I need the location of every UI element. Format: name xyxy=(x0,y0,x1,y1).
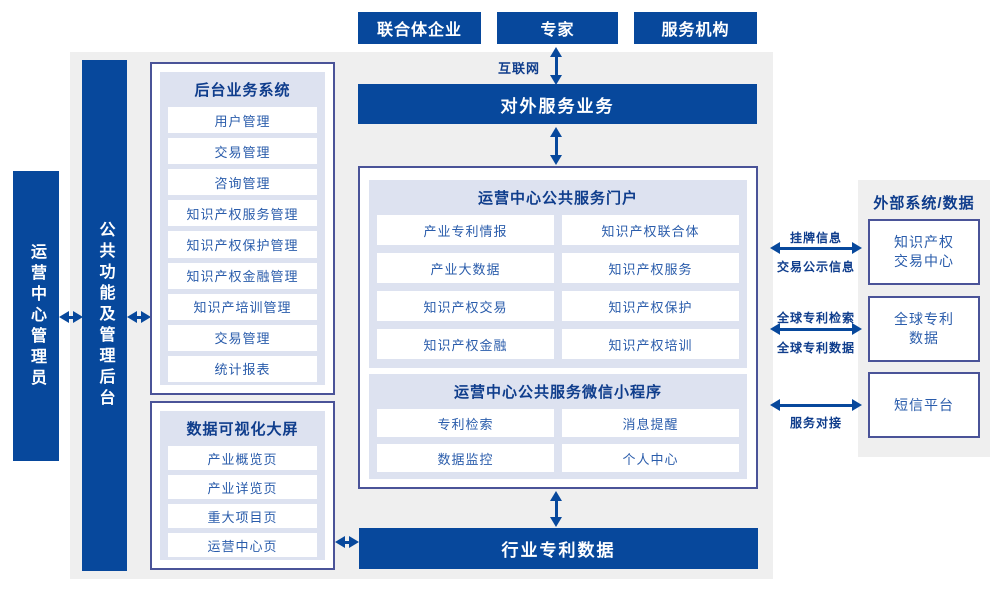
arrow-patent xyxy=(770,323,862,335)
actor-box-consortium-enterprises: 联合体企业 xyxy=(358,12,481,44)
portal-item: 知识产权保护 xyxy=(562,291,739,321)
backend-item: 交易管理 xyxy=(168,138,317,165)
backend-item: 知识产权服务管理 xyxy=(168,200,317,227)
industry-patent-data-bar: 行业专利数据 xyxy=(359,528,758,569)
portal-item: 产业专利情报 xyxy=(377,215,554,245)
backend-item: 用户管理 xyxy=(168,107,317,134)
backend-system-panel: 后台业务系统 用户管理 交易管理 咨询管理 知识产权服务管理 知识产权保护管理 … xyxy=(150,62,335,395)
dashboard-item: 重大项目页 xyxy=(168,504,317,528)
portal-items: 产业专利情报 知识产权联合体 产业大数据 知识产权服务 知识产权交易 知识产权保… xyxy=(377,215,739,368)
backend-item: 知识产培训管理 xyxy=(168,293,317,320)
external-system-line: 全球专利 xyxy=(894,311,954,327)
backend-item: 咨询管理 xyxy=(168,169,317,196)
center-panel: 运营中心公共服务门户 产业专利情报 知识产权联合体 产业大数据 知识产权服务 知… xyxy=(358,166,758,489)
external-system-line: 交易中心 xyxy=(894,253,954,269)
data-visualization-panel-inner: 数据可视化大屏 产业概览页 产业详览页 重大项目页 运营中心页 xyxy=(160,411,325,560)
internet-label: 互联网 xyxy=(498,61,541,76)
actor-box-service-agencies: 服务机构 xyxy=(634,12,757,44)
internet-arrow xyxy=(550,47,562,85)
backend-item: 统计报表 xyxy=(168,355,317,382)
backend-item: 交易管理 xyxy=(168,324,317,351)
portal-section: 运营中心公共服务门户 产业专利情报 知识产权联合体 产业大数据 知识产权服务 知… xyxy=(369,180,747,368)
portal-item: 知识产权联合体 xyxy=(562,215,739,245)
miniprogram-item: 数据监控 xyxy=(377,444,554,472)
portal-item: 知识产权金融 xyxy=(377,329,554,359)
arrow-listing xyxy=(770,242,862,254)
miniprogram-item: 专利检索 xyxy=(377,409,554,437)
portal-title: 运营中心公共服务门户 xyxy=(477,190,638,207)
miniprogram-section: 运营中心公共服务微信小程序 专利检索 消息提醒 数据监控 个人中心 xyxy=(369,374,747,479)
backend-item: 知识产权保护管理 xyxy=(168,231,317,258)
link-label-global-patent-data: 全球专利数据 xyxy=(776,341,855,355)
arrow-dashboard-industry xyxy=(335,536,359,548)
backend-system-panel-inner: 后台业务系统 用户管理 交易管理 咨询管理 知识产权服务管理 知识产权保护管理 … xyxy=(160,72,325,385)
miniprogram-title: 运营中心公共服务微信小程序 xyxy=(453,384,662,401)
data-visualization-items: 产业概览页 产业详览页 重大项目页 运营中心页 xyxy=(168,446,317,560)
external-service-bar: 对外服务业务 xyxy=(358,84,757,124)
backend-item: 知识产权金融管理 xyxy=(168,262,317,289)
external-system-line: 知识产权 xyxy=(894,234,954,250)
backend-system-items: 用户管理 交易管理 咨询管理 知识产权服务管理 知识产权保护管理 知识产权金融管… xyxy=(168,107,317,385)
external-panel-title: 外部系统/数据 xyxy=(873,195,975,212)
dashboard-item: 产业详览页 xyxy=(168,475,317,499)
arrow-bar-to-portal xyxy=(550,127,562,165)
external-system-global-patent-data: 全球专利 数据 xyxy=(868,296,980,362)
dashboard-item: 产业概览页 xyxy=(168,446,317,470)
portal-item: 知识产权交易 xyxy=(377,291,554,321)
link-label-transaction-publicity: 交易公示信息 xyxy=(776,260,855,274)
portal-item: 知识产权服务 xyxy=(562,253,739,283)
link-label-listing-info: 挂牌信息 xyxy=(789,231,842,245)
link-label-global-patent-search: 全球专利检索 xyxy=(776,311,855,325)
operations-admin-sidebar: 运营中心管理员 xyxy=(13,171,59,461)
miniprogram-item: 个人中心 xyxy=(562,444,739,472)
external-system-line: 数据 xyxy=(909,330,939,346)
actor-box-experts: 专家 xyxy=(497,12,618,44)
arrow-portal-industry xyxy=(550,491,562,527)
miniprogram-items: 专利检索 消息提醒 数据监控 个人中心 xyxy=(377,409,739,480)
arrow-service xyxy=(770,399,862,411)
dashboard-item: 运营中心页 xyxy=(168,533,317,557)
miniprogram-item: 消息提醒 xyxy=(562,409,739,437)
data-visualization-panel: 数据可视化大屏 产业概览页 产业详览页 重大项目页 运营中心页 xyxy=(150,401,335,570)
arrow-backend-panel xyxy=(127,311,151,323)
external-system-ip-trading-center: 知识产权 交易中心 xyxy=(868,219,980,285)
external-system-sms-platform: 短信平台 xyxy=(868,372,980,438)
portal-item: 知识产权培训 xyxy=(562,329,739,359)
portal-item: 产业大数据 xyxy=(377,253,554,283)
external-system-line: 短信平台 xyxy=(894,396,954,413)
link-label-service-connection: 服务对接 xyxy=(789,416,842,430)
public-functions-backend-sidebar: 公共功能及管理后台 xyxy=(82,60,127,571)
arrow-admin-backend xyxy=(59,311,83,323)
data-visualization-title: 数据可视化大屏 xyxy=(186,421,299,438)
backend-system-title: 后台业务系统 xyxy=(194,82,291,99)
